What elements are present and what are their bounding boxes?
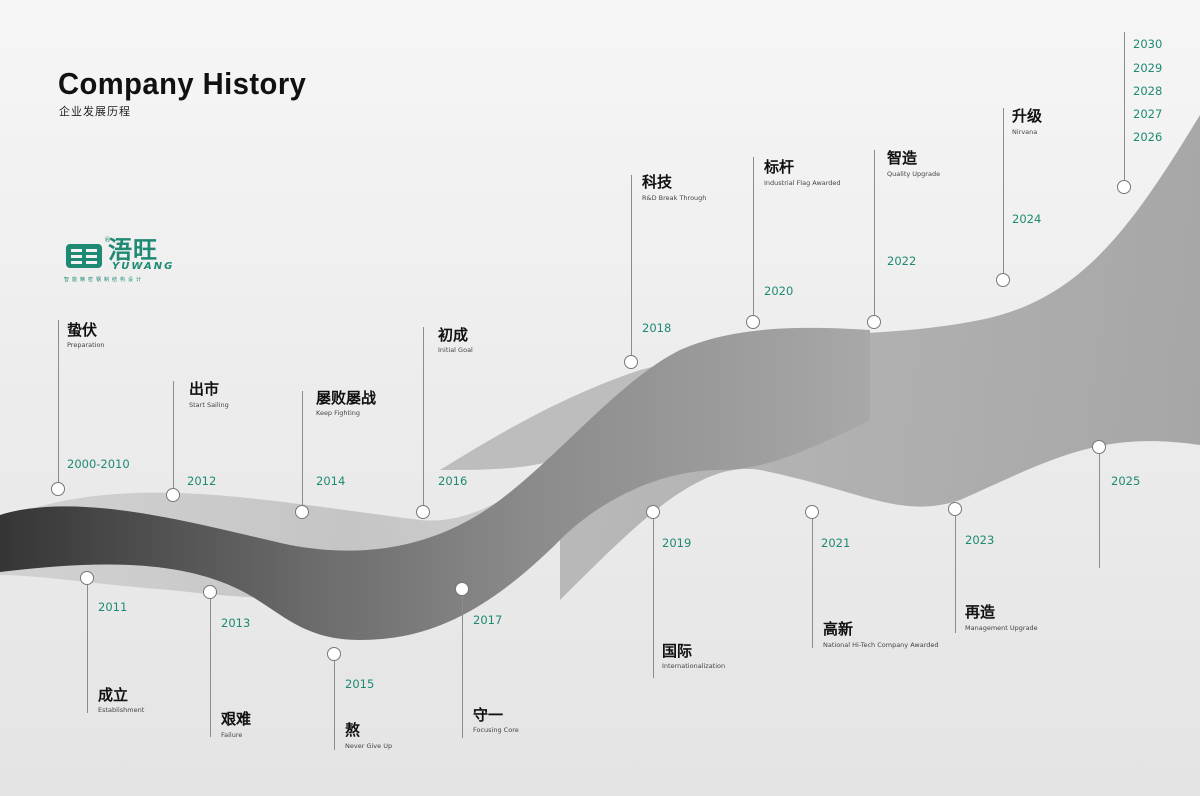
milestone-title: 智造 [887,149,918,167]
milestone-year: 2020 [764,284,794,298]
milestone-dot[interactable] [996,273,1010,287]
milestone-year: 2019 [662,536,692,550]
milestone-year: 2025 [1111,474,1141,488]
milestone-dot[interactable] [166,488,180,502]
milestone-subtitle: Nirvana [1012,128,1038,136]
milestone-subtitle: R&D Break Through [642,194,707,202]
milestone-stem [653,518,654,678]
milestone-stem [631,175,632,361]
milestone-year: 2018 [642,321,672,335]
future-year: 2030 [1133,37,1163,51]
milestone-dot[interactable] [51,482,65,496]
milestone-subtitle: Management Upgrade [965,624,1038,632]
milestone-title: 高新 [823,620,854,638]
milestone-title: 成立 [98,686,129,704]
milestone-title: 屡败屡战 [316,389,377,407]
milestone-subtitle: Never Give Up [345,742,393,750]
milestone-year: 2021 [821,536,851,550]
milestone-dot[interactable] [80,571,94,585]
milestone-subtitle: Preparation [67,341,105,349]
logo-name-en: YUWANG [112,261,175,272]
logo-tagline: 智能精密钢制结构设计 [64,277,145,283]
milestone-year: 2023 [965,533,995,547]
future-stem [1124,32,1125,182]
milestone-subtitle: Establishment [98,706,145,714]
milestone-subtitle: National Hi-Tech Company Awarded [823,641,939,649]
logo-registered-mark: ® [104,236,111,244]
wave-band-right [560,115,1200,600]
milestone-stem [173,381,174,495]
milestone-title: 科技 [642,173,673,191]
milestone-dot[interactable] [1092,440,1106,454]
milestone-stem [210,597,211,737]
milestone-stem [302,391,303,511]
milestone-dot[interactable] [203,585,217,599]
milestone-subtitle: Focusing Core [473,726,519,734]
milestone-subtitle: Failure [221,731,243,739]
wave-band-main [0,327,870,640]
milestone-year: 2016 [438,474,468,488]
logo-mark-icon [66,244,102,268]
future-dot[interactable] [1117,180,1131,194]
future-year: 2027 [1133,107,1163,121]
milestone-title: 升级 [1012,107,1043,125]
milestone-stem [87,585,88,713]
milestone-subtitle: Quality Upgrade [887,170,941,178]
page-subtitle: 企业发展历程 [59,105,131,118]
milestone-year: 2022 [887,254,917,268]
milestone-stem [334,660,335,750]
wave-band-wedge [440,360,680,470]
milestone-stem [812,518,813,648]
milestone-title: 蛰伏 [67,321,98,339]
milestone-title: 出市 [189,380,220,398]
milestone-title: 守一 [473,706,504,724]
milestone-stem [1099,452,1100,568]
milestone-dot[interactable] [455,582,469,596]
milestone-year: 2012 [187,474,217,488]
milestone-stem [423,327,424,511]
milestone-dot[interactable] [867,315,881,329]
milestone-dot[interactable] [295,505,309,519]
future-year: 2029 [1133,61,1163,75]
milestone-dot[interactable] [746,315,760,329]
company-logo: ® 浯旺 YUWANG 智能精密钢制结构设计 [64,236,194,290]
milestone-dot[interactable] [646,505,660,519]
milestone-dot[interactable] [624,355,638,369]
milestone-year: 2013 [221,616,251,630]
milestone-subtitle: Internationalization [662,662,726,670]
future-year: 2028 [1133,84,1163,98]
milestone-stem [58,320,59,490]
milestone-title: 标杆 [764,158,795,176]
milestone-title: 初成 [438,326,469,344]
milestone-title: 再造 [965,603,996,621]
milestone-dot[interactable] [327,647,341,661]
milestone-stem [1003,108,1004,276]
milestone-dot[interactable] [948,502,962,516]
milestone-year: 2015 [345,677,375,691]
milestone-stem [955,515,956,633]
milestone-subtitle: Industrial Flag Awarded [764,179,841,187]
milestone-stem [462,596,463,738]
milestone-year: 2014 [316,474,346,488]
milestone-year: 2000-2010 [67,457,130,471]
milestone-subtitle: Keep Fighting [316,409,361,417]
milestone-title: 熬 [345,721,361,739]
logo-name-cn: 浯旺 [108,236,158,264]
milestone-title: 艰难 [221,710,252,728]
milestone-subtitle: Initial Goal [438,346,473,354]
future-year: 2026 [1133,130,1163,144]
milestone-year: 2011 [98,600,128,614]
milestone-dot[interactable] [416,505,430,519]
milestone-year: 2017 [473,613,503,627]
milestone-stem [874,150,875,318]
milestone-dot[interactable] [805,505,819,519]
milestone-year: 2024 [1012,212,1042,226]
milestone-stem [753,157,754,319]
milestone-subtitle: Start Sailing [189,401,229,409]
milestone-title: 国际 [662,642,693,660]
page-title: Company History [58,66,307,101]
